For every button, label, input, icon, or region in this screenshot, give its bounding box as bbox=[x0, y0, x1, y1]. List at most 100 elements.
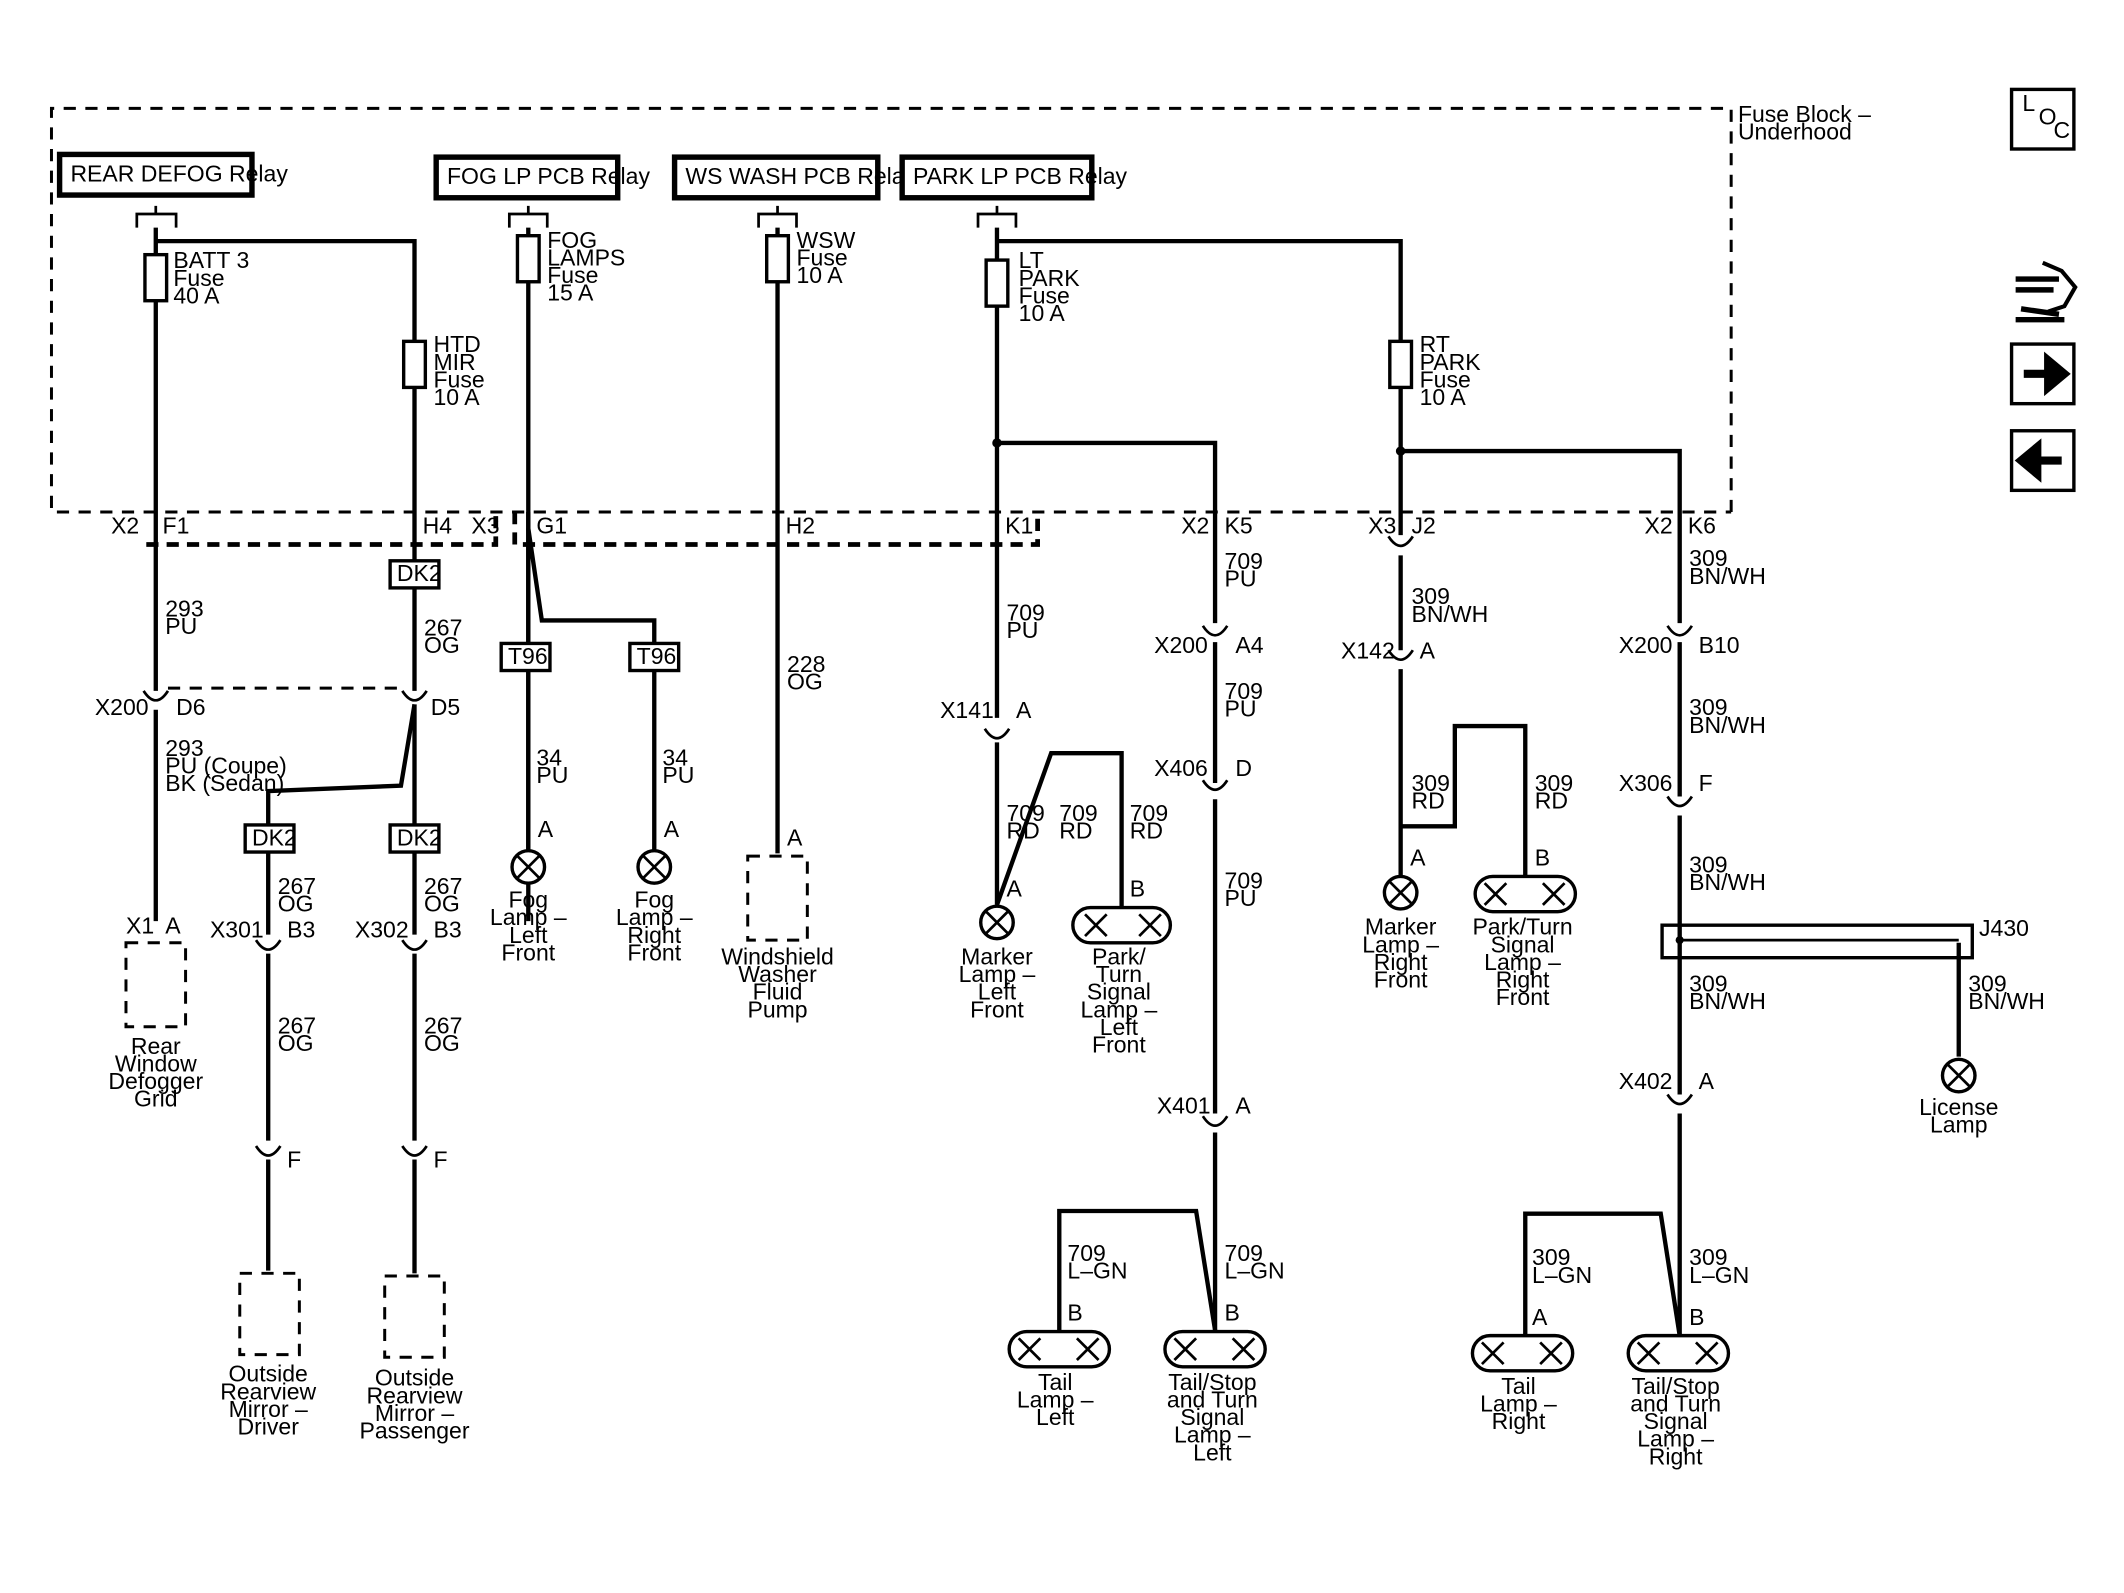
connector-label: X401 bbox=[1157, 1092, 1211, 1118]
connector-tools-icon[interactable] bbox=[2015, 260, 2078, 323]
previous-page-button[interactable] bbox=[2009, 429, 2076, 493]
connector-pin: D5 bbox=[431, 694, 460, 720]
connector-pin: A bbox=[1699, 1068, 1715, 1094]
tail-stop-turn-lamp-right-icon bbox=[1626, 1333, 1731, 1373]
svg-text:J2: J2 bbox=[1411, 513, 1435, 539]
connector-pin: F bbox=[433, 1147, 447, 1173]
right-rear-lamp-wiring bbox=[1523, 642, 1961, 1336]
svg-text:X2: X2 bbox=[1644, 513, 1672, 539]
svg-text:WS WASH PCB Relay: WS WASH PCB Relay bbox=[685, 163, 916, 189]
terminal-pin: A bbox=[1410, 845, 1426, 871]
connector-x306 bbox=[1666, 795, 1694, 808]
connector-pin: F bbox=[287, 1147, 301, 1173]
svg-text:DK2: DK2 bbox=[252, 824, 297, 850]
svg-text:K6: K6 bbox=[1688, 513, 1716, 539]
fog-lamp-wiring bbox=[526, 512, 657, 851]
connector-x141 bbox=[983, 728, 1011, 740]
arrow-right-icon bbox=[2023, 351, 2071, 397]
connector-pin: F bbox=[1699, 770, 1713, 796]
svg-text:X2: X2 bbox=[111, 513, 139, 539]
svg-text:X2: X2 bbox=[1181, 513, 1209, 539]
connector-x3-j2 bbox=[1387, 535, 1414, 548]
marker-lamp-left-front-icon bbox=[979, 904, 1015, 941]
connector-f-passenger bbox=[401, 1145, 428, 1157]
right-front-lamp-wiring bbox=[1398, 555, 1528, 878]
rear-window-defogger-grid bbox=[124, 941, 188, 1029]
connector-x301 bbox=[254, 939, 282, 951]
license-lamp-icon bbox=[1940, 1057, 1977, 1094]
splice-t96-right: T96 bbox=[628, 641, 681, 673]
svg-text:K1: K1 bbox=[1005, 513, 1033, 539]
x2-connector-outline bbox=[146, 512, 499, 547]
connector-pin: A bbox=[1420, 637, 1436, 663]
tail-lamp-left-icon bbox=[1007, 1329, 1112, 1369]
connector-label: X200 bbox=[1619, 632, 1673, 658]
left-rear-lamp-wiring bbox=[1057, 642, 1218, 1331]
connector-label: X200 bbox=[95, 694, 149, 720]
svg-text:DK2: DK2 bbox=[397, 824, 442, 850]
next-page-button[interactable] bbox=[2009, 342, 2076, 406]
splice-dk2-right: DK2 bbox=[388, 823, 442, 854]
connector-x200-d5 bbox=[401, 690, 428, 702]
connector-label: X141 bbox=[940, 697, 994, 723]
fuse-block-pins: X2 F1 H4 X3 G1 H2 K1 X2 K5 X3 J2 X2 K6 bbox=[111, 513, 1716, 539]
connector-pin: A bbox=[1016, 697, 1032, 723]
svg-text:K5: K5 bbox=[1225, 513, 1253, 539]
connector-x200-d6 bbox=[142, 690, 170, 702]
terminal-pin: A bbox=[538, 816, 554, 842]
tail-lamp-right-icon bbox=[1470, 1333, 1575, 1373]
connector-x302 bbox=[401, 939, 428, 951]
splice-dot bbox=[992, 438, 1002, 448]
svg-text:J430: J430 bbox=[1979, 915, 2029, 941]
relay-fog-lp-pcb: FOG LP PCB Relay bbox=[433, 154, 650, 201]
svg-text:FOG LP PCB Relay: FOG LP PCB Relay bbox=[447, 163, 650, 189]
fog-lamp-right-front-icon bbox=[636, 848, 673, 885]
arrow-left-icon bbox=[2014, 438, 2062, 483]
svg-text:L: L bbox=[2022, 90, 2035, 116]
splice-dk2-left: DK2 bbox=[243, 823, 297, 854]
connector-label: X302 bbox=[355, 916, 409, 942]
connector-f-driver bbox=[254, 1145, 282, 1157]
relay-park-lp-pcb: PARK LP PCB Relay bbox=[899, 154, 1128, 201]
fuse-block-label-2: Underhood bbox=[1738, 119, 1852, 145]
location-button[interactable]: L O C bbox=[2009, 87, 2076, 151]
relay-taps bbox=[135, 205, 1018, 228]
splice-dk2-top: DK2 bbox=[388, 559, 442, 590]
connector-pin: B3 bbox=[287, 916, 315, 942]
terminal-pin: A bbox=[787, 824, 803, 850]
left-front-lamp-wiring bbox=[994, 742, 1124, 908]
svg-text:DK2: DK2 bbox=[397, 560, 442, 586]
